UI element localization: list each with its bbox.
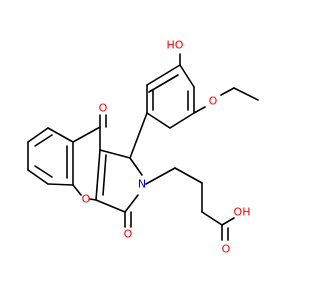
bond xyxy=(124,194,139,213)
label-o-acid-carbonyl: O xyxy=(222,243,231,256)
label-n-pyrrole: N xyxy=(138,178,146,191)
bond xyxy=(174,167,203,184)
bond xyxy=(221,217,235,226)
bond xyxy=(148,74,179,93)
bond xyxy=(193,106,206,114)
label-o-carbonyl-top: O xyxy=(99,102,108,115)
bond xyxy=(27,169,49,185)
bond xyxy=(27,127,49,143)
bond xyxy=(95,149,101,201)
bond xyxy=(129,112,148,159)
bond xyxy=(169,112,195,129)
label-o-pyran: O xyxy=(82,193,91,206)
bond xyxy=(179,64,195,88)
bond xyxy=(220,87,235,96)
bond xyxy=(102,154,107,196)
bond xyxy=(129,157,143,176)
bond xyxy=(233,87,259,101)
bond xyxy=(72,184,82,196)
bond xyxy=(99,149,131,159)
atom-labels: HO O O N O O OH O xyxy=(82,39,251,256)
molecule-structure: HO O O N O O OH O xyxy=(27,39,259,256)
bond xyxy=(72,126,101,143)
bond xyxy=(34,134,53,147)
label-ho-phenol: HO xyxy=(167,39,184,52)
bond xyxy=(47,127,74,143)
bond xyxy=(201,211,223,226)
bond-lines xyxy=(27,53,259,241)
bond xyxy=(146,112,171,129)
bond xyxy=(146,64,181,86)
bond xyxy=(145,167,176,185)
label-o-ethoxy: O xyxy=(209,95,218,108)
bond xyxy=(89,198,97,201)
bond xyxy=(95,199,126,213)
label-oh-acid: OH xyxy=(234,206,251,219)
label-o-carbonyl-bottom: O xyxy=(124,228,133,241)
bond xyxy=(47,183,74,186)
bond xyxy=(34,165,53,178)
